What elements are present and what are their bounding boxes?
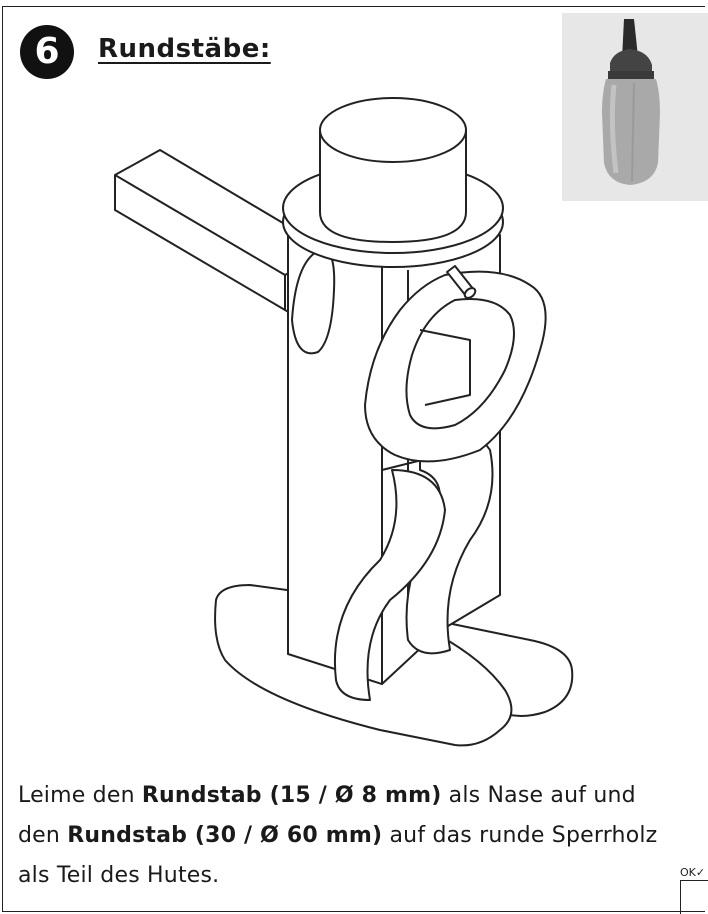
hat-cylinder-top	[319, 97, 467, 163]
step-number-badge: 6	[20, 25, 74, 79]
dowel-large-spec: Rundstab (30 / Ø 60 mm)	[67, 823, 383, 848]
page-frame	[2, 6, 705, 912]
instruction-line-2: den Rundstab (30 / Ø 60 mm) auf das rund…	[18, 823, 658, 848]
step-title: Rundstäbe:	[98, 34, 271, 64]
leg-piece-front	[334, 469, 446, 701]
dowel-small-spec: Rundstab (15 / Ø 8 mm)	[141, 783, 442, 808]
left-ear-shape	[291, 248, 336, 355]
ok-label: OK✓	[680, 866, 706, 879]
step-number: 6	[34, 31, 60, 72]
nose-dowel	[446, 265, 477, 299]
ok-checkbox[interactable]	[680, 880, 708, 914]
instructions-text: Leime den Rundstab (15 / Ø 8 mm) als Nas…	[18, 776, 698, 896]
wooden-figure-illustration	[114, 97, 574, 747]
instruction-line-1: Leime den Rundstab (15 / Ø 8 mm) als Nas…	[18, 783, 636, 808]
instruction-line-3: als Teil des Hutes.	[18, 863, 220, 888]
face-ring-inner	[405, 298, 515, 430]
glue-bottle-icon	[602, 19, 660, 185]
glue-panel	[562, 13, 708, 201]
